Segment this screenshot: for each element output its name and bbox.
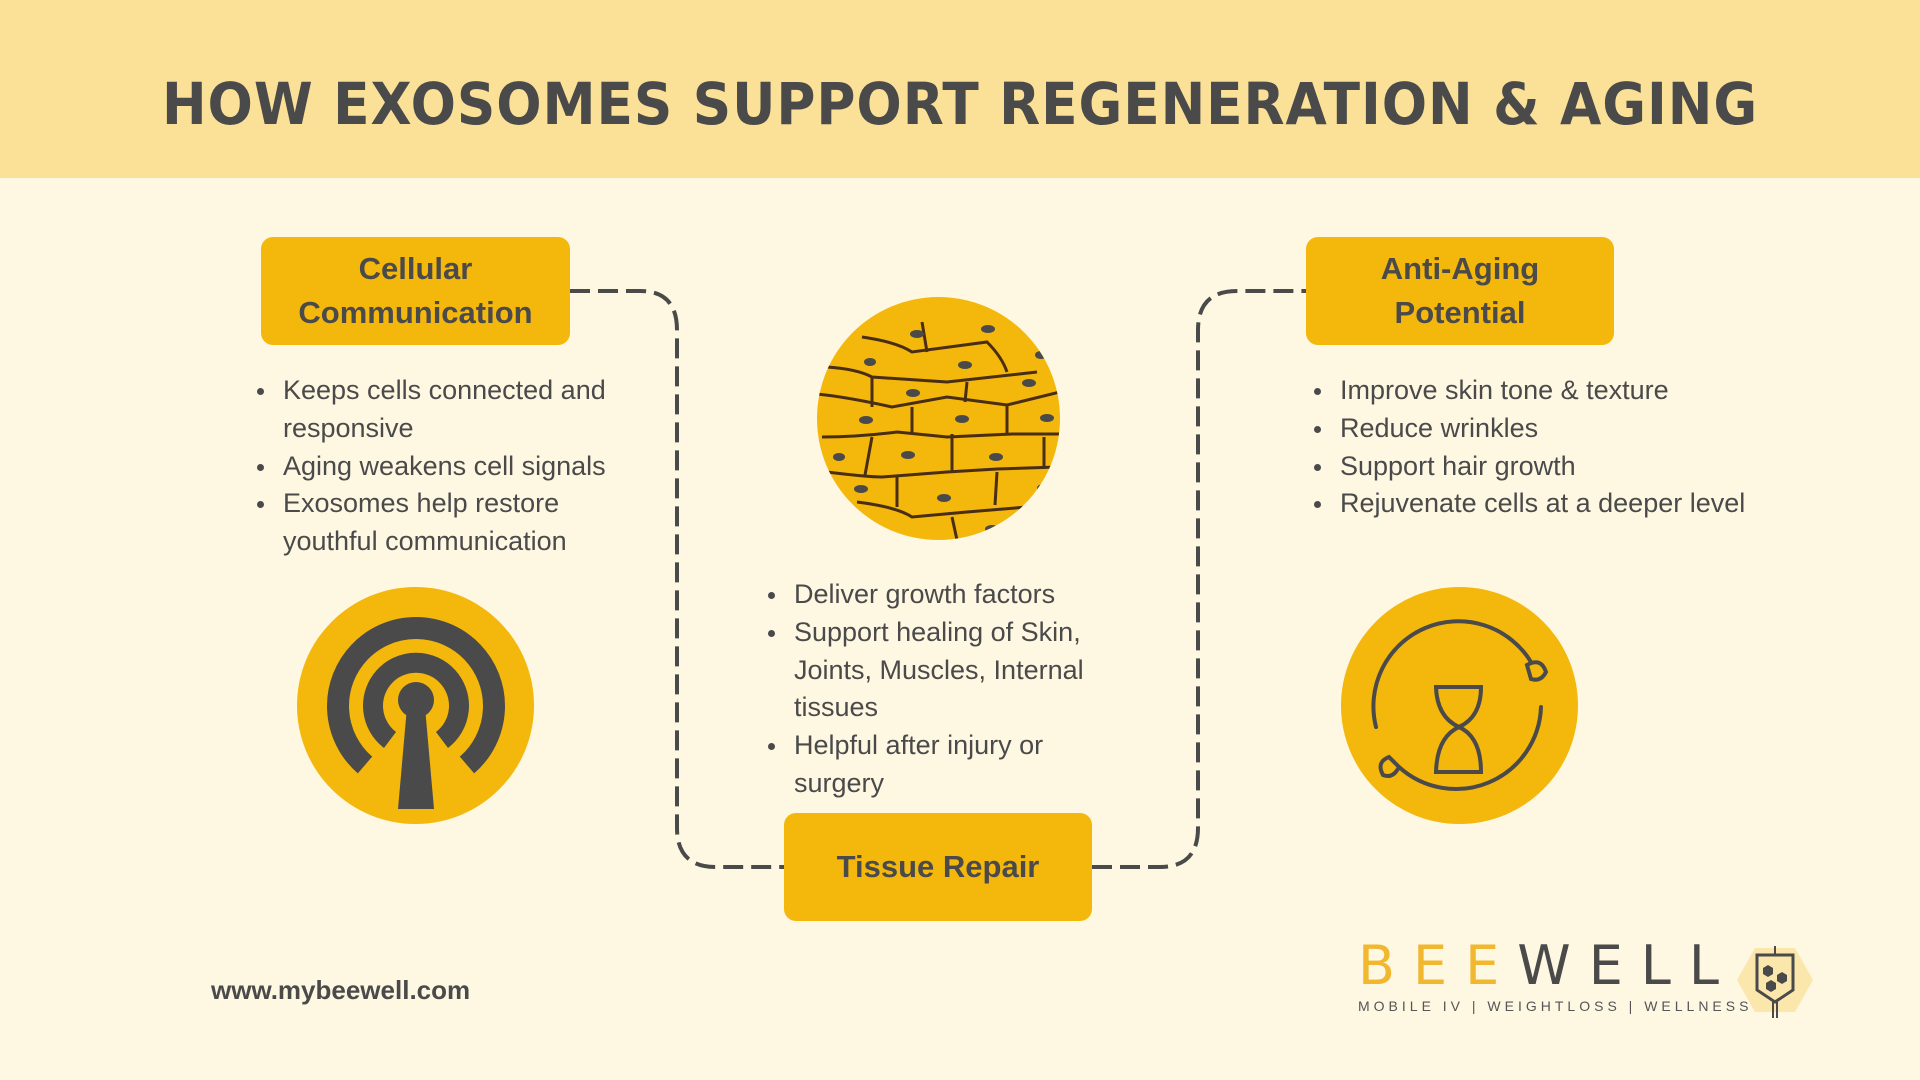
- list-item: Support hair growth: [1310, 448, 1790, 486]
- logo-tagline: MOBILE IV | WEIGHTLOSS | WELLNESS: [1358, 998, 1753, 1014]
- beewell-logo: BEEWELL MOBILE IV | WEIGHTLOSS | WELLNES…: [1358, 938, 1753, 1015]
- anti-aging-box: Anti-Aging Potential: [1306, 237, 1614, 345]
- header-banner: HOW EXOSOMES SUPPORT REGENERATION & AGIN…: [0, 0, 1920, 178]
- tissue-bullet-list: Deliver growth factors Support healing o…: [764, 576, 1114, 803]
- tissue-repair-box: Tissue Repair: [784, 813, 1092, 921]
- page-title: HOW EXOSOMES SUPPORT REGENERATION & AGIN…: [161, 70, 1759, 138]
- list-item: Exosomes help restore youthful communica…: [253, 485, 633, 561]
- antiaging-title-line2: Potential: [1394, 295, 1526, 330]
- cellular-title-line1: Cellular: [358, 251, 473, 286]
- iv-bag-honeycomb-icon: [1737, 946, 1813, 1018]
- list-item: Helpful after injury or surgery: [764, 727, 1114, 803]
- list-item: Reduce wrinkles: [1310, 410, 1790, 448]
- antiaging-title-line1: Anti-Aging: [1380, 251, 1540, 286]
- list-item: Keeps cells connected and responsive: [253, 372, 633, 448]
- logo-bee-text: BEE: [1358, 934, 1518, 997]
- antiaging-bullet-list: Improve skin tone & texture Reduce wrink…: [1310, 372, 1790, 523]
- list-item: Aging weakens cell signals: [253, 448, 633, 486]
- cellular-bullet-list: Keeps cells connected and responsive Agi…: [253, 372, 633, 561]
- tissue-title: Tissue Repair: [836, 849, 1040, 884]
- list-item: Deliver growth factors: [764, 576, 1114, 614]
- list-item: Rejuvenate cells at a deeper level: [1310, 485, 1790, 523]
- logo-well-text: WELL: [1517, 934, 1737, 997]
- signal-tower-icon: [297, 587, 534, 824]
- website-url[interactable]: www.mybeewell.com: [211, 975, 471, 1005]
- cell-tissue-icon: [817, 297, 1060, 540]
- cellular-title-line2: Communication: [298, 295, 533, 330]
- list-item: Improve skin tone & texture: [1310, 372, 1790, 410]
- cellular-communication-box: Cellular Communication: [261, 237, 570, 345]
- hourglass-cycle-icon: [1341, 587, 1578, 824]
- list-item: Support healing of Skin, Joints, Muscles…: [764, 614, 1114, 727]
